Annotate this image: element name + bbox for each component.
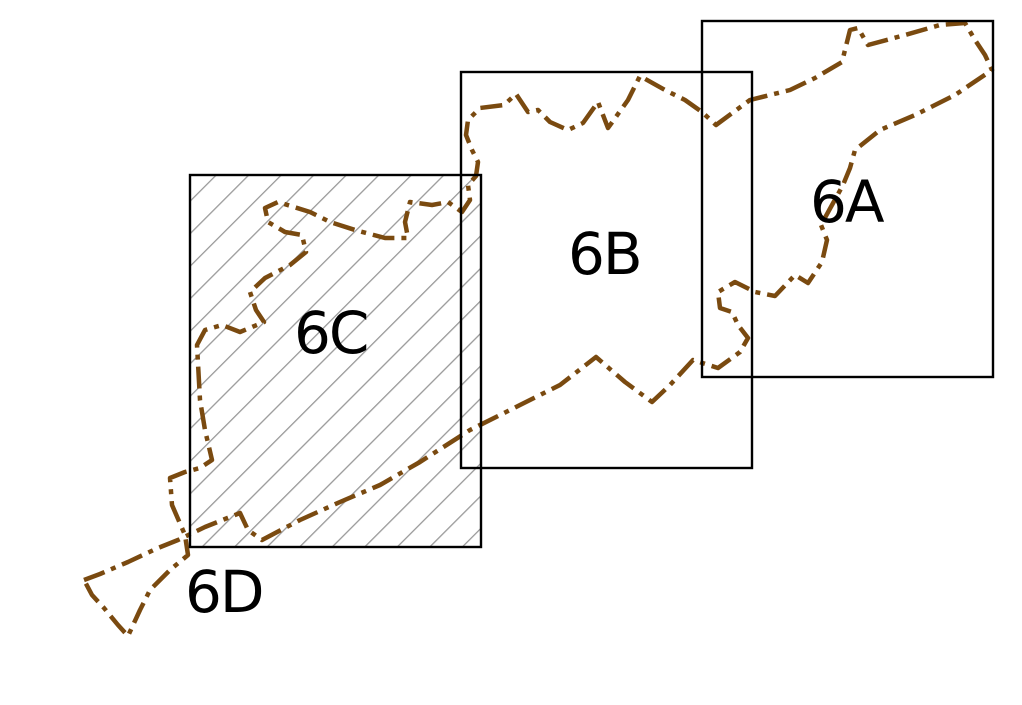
tile-6a-frame: [700, 19, 995, 379]
tile-6c-label: 6C: [294, 299, 367, 367]
tile-6d-label: 6D: [185, 558, 263, 626]
tile-6c-frame: [188, 173, 483, 549]
tile-6a-label: 6A: [810, 168, 885, 236]
tile-6c-hatch-fill: [190, 175, 481, 547]
study-area-boundary: [81, 20, 995, 639]
tile-6b-label: 6B: [568, 220, 641, 288]
tile-6b-frame: [459, 70, 754, 470]
